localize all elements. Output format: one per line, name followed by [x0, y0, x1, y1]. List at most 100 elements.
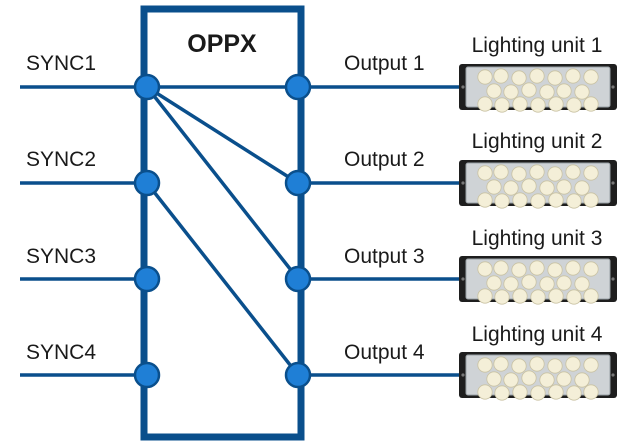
led-lens: [503, 372, 519, 388]
led-lens: [530, 289, 546, 305]
led-lens: [494, 97, 510, 113]
led-lens: [477, 96, 493, 112]
unit-screw-right: [611, 373, 615, 377]
input-label-2: SYNC2: [26, 148, 96, 171]
led-lens: [493, 164, 509, 180]
input-label-4: SYNC4: [26, 341, 96, 364]
led-lens: [574, 84, 590, 100]
led-lens: [539, 276, 555, 292]
led-lens: [530, 193, 546, 209]
unit-label-2: Lighting unit 2: [472, 130, 603, 153]
led-lens: [477, 384, 493, 400]
led-lens: [583, 96, 599, 112]
unit-label-1: Lighting unit 1: [472, 34, 603, 57]
led-lens: [493, 260, 509, 276]
led-lens: [574, 180, 590, 196]
led-lens: [566, 385, 582, 401]
led-lens: [529, 68, 545, 84]
lighting-unit-1: [459, 64, 617, 113]
oppx-title: OPPX: [187, 30, 257, 58]
led-lens: [539, 84, 555, 100]
led-lens: [530, 385, 546, 401]
led-lens: [547, 166, 563, 182]
lighting-unit-2: [459, 160, 617, 209]
unit-screw-left: [461, 277, 465, 281]
led-lens: [547, 262, 563, 278]
output-label-3: Output 3: [344, 245, 425, 268]
led-lens: [494, 385, 510, 401]
led-lens: [512, 384, 528, 400]
connection-line-2: [146, 85, 299, 185]
led-lens: [521, 82, 537, 98]
led-lens: [494, 193, 510, 209]
led-lens: [583, 357, 599, 373]
led-lens: [530, 97, 546, 113]
led-lens: [574, 276, 590, 292]
led-lens: [486, 275, 502, 291]
input-label-1: SYNC1: [26, 52, 96, 75]
nodes: [133, 73, 312, 389]
led-lens: [477, 192, 493, 208]
input-label-3: SYNC3: [26, 245, 96, 268]
led-lens: [511, 358, 527, 374]
led-lens: [511, 70, 527, 86]
led-lens: [477, 165, 493, 181]
led-lens: [548, 384, 564, 400]
led-lens: [548, 192, 564, 208]
led-lens: [521, 178, 537, 194]
lighting-unit-3: [459, 256, 617, 305]
led-lens: [477, 261, 493, 277]
led-lens: [583, 384, 599, 400]
led-lens: [529, 164, 545, 180]
led-lens: [494, 289, 510, 305]
led-lens: [511, 262, 527, 278]
unit-label-4: Lighting unit 4: [472, 323, 603, 346]
led-lens: [493, 356, 509, 372]
output-label-2: Output 2: [344, 148, 425, 171]
led-lens: [511, 166, 527, 182]
led-lens: [503, 84, 519, 100]
led-lens: [583, 192, 599, 208]
output-node-3: [284, 265, 312, 293]
input-node-1: [133, 73, 161, 101]
led-lens: [556, 275, 572, 291]
unit-screw-right: [611, 85, 615, 89]
led-lens: [503, 276, 519, 292]
led-lens: [477, 288, 493, 304]
led-lens: [477, 69, 493, 85]
led-lens: [486, 371, 502, 387]
led-lens: [566, 97, 582, 113]
led-lens: [556, 179, 572, 195]
output-label-4: Output 4: [344, 341, 425, 364]
led-lens: [512, 288, 528, 304]
unit-screw-left: [461, 85, 465, 89]
led-lens: [556, 371, 572, 387]
led-lens: [547, 358, 563, 374]
led-lens: [565, 356, 581, 372]
led-lens: [565, 68, 581, 84]
led-lens: [539, 372, 555, 388]
led-lens: [548, 96, 564, 112]
led-lens: [512, 96, 528, 112]
led-lens: [566, 193, 582, 209]
oppx-box: [140, 5, 305, 441]
led-lens: [583, 261, 599, 277]
input-node-4: [133, 361, 161, 389]
lighting-units: [459, 64, 617, 401]
output-node-1: [284, 73, 312, 101]
unit-screw-left: [461, 373, 465, 377]
input-node-2: [133, 169, 161, 197]
led-lens: [548, 288, 564, 304]
led-lens: [547, 70, 563, 86]
led-lens: [566, 289, 582, 305]
led-lens: [486, 83, 502, 99]
led-lens: [583, 288, 599, 304]
connection-line-3: [145, 85, 300, 281]
led-lens: [583, 69, 599, 85]
output-label-1: Output 1: [344, 52, 425, 75]
led-lens: [556, 83, 572, 99]
led-lens: [539, 180, 555, 196]
led-lens: [529, 260, 545, 276]
unit-screw-right: [611, 181, 615, 185]
